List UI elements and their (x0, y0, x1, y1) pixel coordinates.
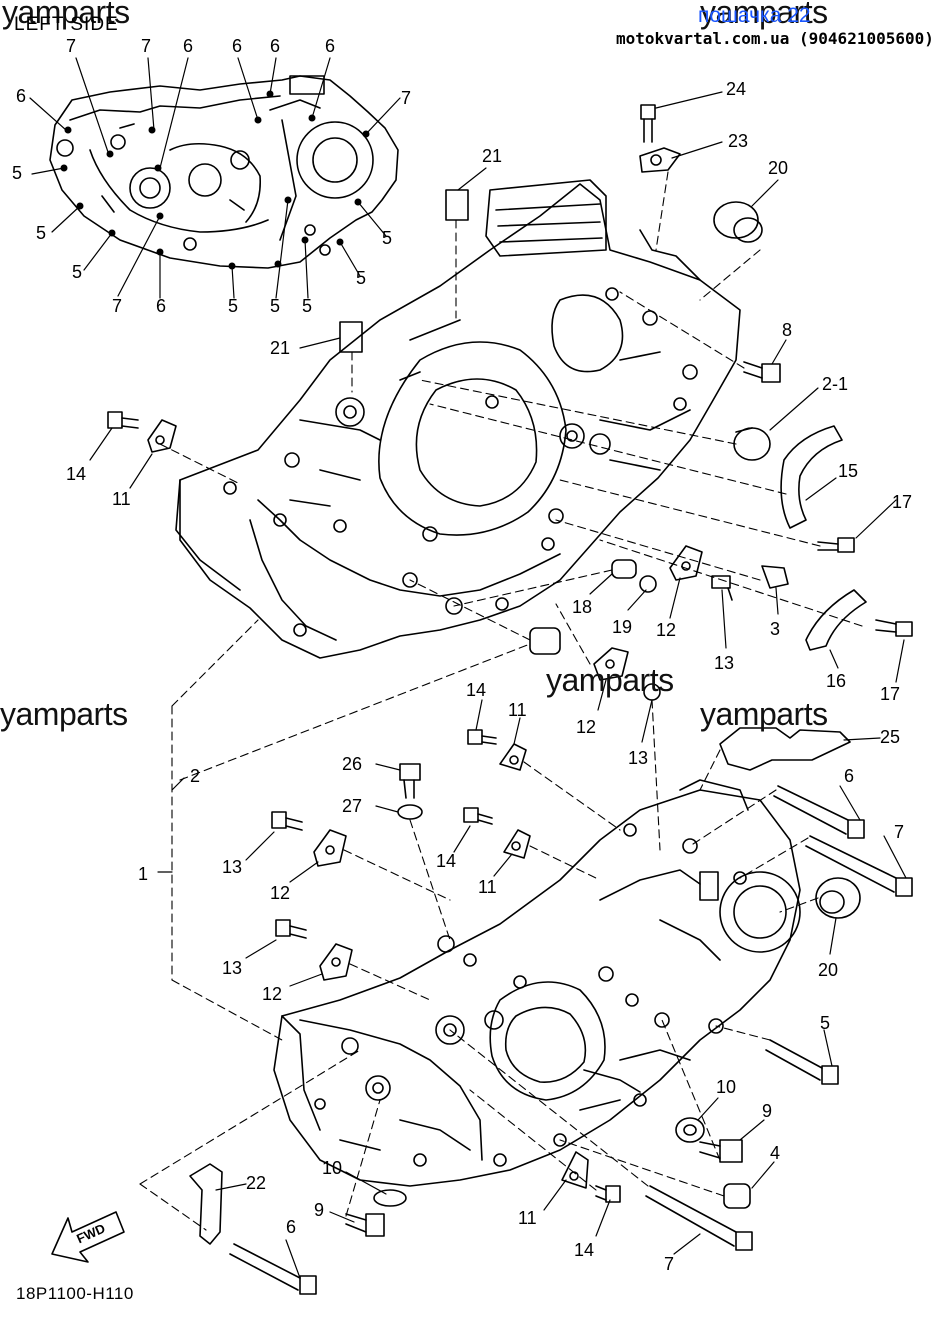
callout: 11 (518, 1208, 537, 1228)
callout: 10 (322, 1158, 343, 1178)
callout: 23 (728, 131, 749, 151)
right-crankcase-half (273, 779, 801, 1187)
diagram-code: 18P1100-H110 (16, 1284, 134, 1303)
callout: 26 (342, 754, 363, 774)
watermark: yamparts (0, 696, 128, 732)
callout: 12 (576, 717, 597, 737)
callout: 11 (478, 877, 497, 897)
inset-callout: 5 (382, 228, 393, 248)
callout: 27 (342, 796, 363, 816)
watermark: yamparts (2, 0, 130, 30)
view-label: LEFT SIDE (14, 14, 119, 35)
callout: 9 (762, 1101, 773, 1121)
watermark: yamparts (700, 0, 828, 30)
inset-callout: 7 (401, 88, 412, 108)
callout: 6 (286, 1217, 297, 1237)
callout: 18 (572, 597, 593, 617)
fwd-arrow-icon (51, 1211, 125, 1263)
callout: 4 (770, 1143, 781, 1163)
callout: 17 (892, 492, 913, 512)
watermark: yamparts (546, 662, 674, 698)
callout: 9 (314, 1200, 325, 1220)
callout: 7 (664, 1254, 675, 1274)
inset-callout: 7 (66, 36, 77, 56)
callout: 11 (508, 700, 527, 720)
callout: 16 (826, 671, 847, 691)
callout: 12 (656, 620, 677, 640)
inset-callout: 6 (270, 36, 281, 56)
callout: 21 (270, 338, 291, 358)
page-tag: пошачка 22 (698, 4, 811, 27)
callout: 20 (818, 960, 839, 980)
inset-callout: 6 (325, 36, 336, 56)
callout: 12 (270, 883, 291, 903)
callout: 2-1 (822, 374, 849, 394)
callout: 12 (262, 984, 283, 1004)
callout: 10 (716, 1077, 737, 1097)
callout: 14 (574, 1240, 595, 1260)
callout: 11 (112, 489, 131, 509)
callout: 5 (820, 1013, 831, 1033)
callout: 13 (714, 653, 735, 673)
callout: 13 (222, 857, 243, 877)
inset-callout: 5 (12, 163, 23, 183)
callout: 13 (628, 748, 649, 768)
inset-callout: 6 (16, 86, 27, 106)
callout: 1 (138, 864, 149, 884)
callout: 14 (436, 851, 457, 871)
inset-callout: 5 (72, 262, 83, 282)
callout: 25 (880, 727, 901, 747)
watermark: yamparts (700, 696, 828, 732)
inset-leaders (29, 57, 401, 299)
callout: 13 (222, 958, 243, 978)
callout: 22 (246, 1173, 267, 1193)
callout: 20 (768, 158, 789, 178)
callout: 24 (726, 79, 747, 99)
inset-callout: 5 (356, 268, 367, 288)
left-side-inset (49, 75, 399, 269)
inset-callout: 7 (112, 296, 123, 316)
inset-callout: 6 (156, 296, 167, 316)
callout: 2 (190, 766, 201, 786)
callout: 3 (770, 619, 781, 639)
reference-lines (139, 171, 863, 1231)
inset-callout: 6 (232, 36, 243, 56)
callout: 6 (844, 766, 855, 786)
callout: 17 (880, 684, 901, 704)
callout: 15 (838, 461, 859, 481)
inset-callout: 5 (270, 296, 281, 316)
left-crankcase-half (175, 179, 741, 659)
site-line: motokvartal.com.ua (904621005600) (616, 29, 934, 48)
inset-callout: 5 (36, 223, 47, 243)
callout: 14 (466, 680, 487, 700)
inset-callout: 7 (141, 36, 152, 56)
callout: 19 (612, 617, 633, 637)
callout: 21 (482, 146, 503, 166)
small-parts (107, 104, 913, 1295)
callout: 8 (782, 320, 793, 340)
assembly-bracket (157, 777, 185, 873)
leader-lines (89, 91, 907, 1279)
inset-callout: 5 (228, 296, 239, 316)
inset-callout: 6 (183, 36, 194, 56)
inset-callout: 5 (302, 296, 313, 316)
callout: 14 (66, 464, 87, 484)
callout: 7 (894, 822, 905, 842)
